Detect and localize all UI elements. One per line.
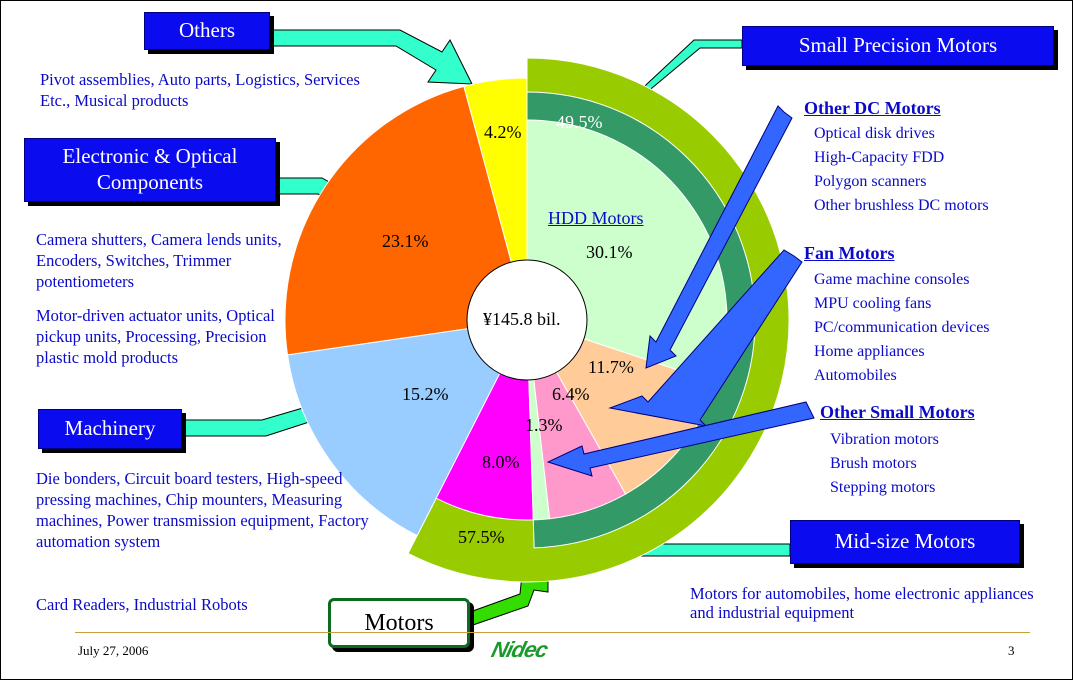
list-item: Automobiles — [814, 367, 897, 384]
electronic-callout: Electronic & Optical Components — [24, 138, 276, 202]
center-total-label: ¥145.8 bil. — [483, 309, 561, 329]
page-number: 3 — [1008, 643, 1015, 658]
footer-date: July 27, 2006 — [78, 643, 149, 658]
electronic-description-2: Motor-driven actuator units, Optical pic… — [36, 306, 275, 367]
pct-label-machinery: 15.2% — [402, 384, 449, 404]
pct-label-electronic: 23.1% — [382, 231, 429, 251]
other-small-arrow — [546, 401, 815, 477]
machinery-callout-label: Machinery — [64, 416, 156, 440]
fan-arrow — [608, 249, 803, 427]
pct-label-motors: 57.5% — [458, 527, 505, 547]
electronic-description-1: Camera shutters, Camera lends units, Enc… — [36, 230, 282, 291]
list-item: Brush motors — [830, 455, 917, 472]
motor-group-arrows — [546, 105, 815, 477]
electronic-callout-line1: Electronic & Optical — [62, 144, 238, 168]
hdd-motors-label: HDD Motors — [548, 208, 644, 228]
pct-label-small-precision: 49.5% — [556, 112, 603, 132]
list-item: MPU cooling fans — [814, 295, 932, 312]
list-item: PC/communication devices — [814, 319, 990, 336]
pct-label-others: 4.2% — [484, 122, 522, 142]
slice-others — [463, 77, 528, 321]
list-item: Stepping motors — [830, 479, 936, 496]
list-item: Polygon scanners — [814, 173, 927, 190]
pct-label-mid-size: 8.0% — [482, 452, 520, 472]
others-arrow — [269, 29, 473, 85]
slice-electronic-optical-components — [284, 85, 528, 356]
list-item: High-Capacity FDD — [814, 149, 945, 166]
pct-label-fan: 6.4% — [552, 384, 590, 404]
list-item: Game machine consoles — [814, 271, 970, 288]
other-dc-motors-heading: Other DC Motors — [804, 98, 941, 118]
motors-callout-label: Motors — [364, 610, 434, 636]
other-small-motors-heading: Other Small Motors — [820, 402, 975, 422]
nidec-logo: Nidec — [489, 637, 551, 662]
list-item: Other brushless DC motors — [814, 197, 989, 214]
motors-callout: Motors — [328, 598, 470, 648]
machinery-description-1: Die bonders, Circuit board testers, High… — [36, 469, 369, 551]
others-callout: Others — [144, 12, 270, 50]
electronic-callout-line2: Components — [96, 170, 204, 194]
pct-label-hdd: 30.1% — [586, 242, 633, 262]
other-dc-arrow — [645, 105, 793, 369]
machinery-callout: Machinery — [38, 409, 182, 449]
center-circle — [466, 259, 588, 381]
small-precision-callout-label: Small Precision Motors — [798, 33, 998, 57]
pct-label-other-dc: 11.7% — [588, 357, 634, 377]
other-dc-motors-list: Optical disk drives High-Capacity FDD Po… — [814, 122, 989, 218]
mid-size-callout: Mid-size Motors — [790, 520, 1020, 564]
mid-size-description: Motors for automobiles, home electronic … — [690, 584, 1034, 622]
others-description: Pivot assemblies, Auto parts, Logistics,… — [40, 70, 360, 110]
others-callout-label: Others — [179, 18, 235, 42]
list-item: Home appliances — [814, 343, 925, 360]
footer-divider — [75, 632, 1030, 633]
slice-machinery — [286, 319, 528, 537]
small-precision-callout: Small Precision Motors — [742, 26, 1054, 66]
list-item: Vibration motors — [830, 431, 939, 448]
pct-label-other-small: 1.3% — [525, 415, 563, 435]
fan-motors-heading: Fan Motors — [804, 243, 895, 263]
list-item: Optical disk drives — [814, 125, 935, 142]
mid-size-callout-label: Mid-size Motors — [834, 529, 976, 553]
machinery-description-2: Card Readers, Industrial Robots — [36, 595, 248, 614]
fan-motors-list: Game machine consoles MPU cooling fans P… — [814, 268, 990, 388]
other-small-motors-list: Vibration motors Brush motors Stepping m… — [830, 428, 939, 500]
